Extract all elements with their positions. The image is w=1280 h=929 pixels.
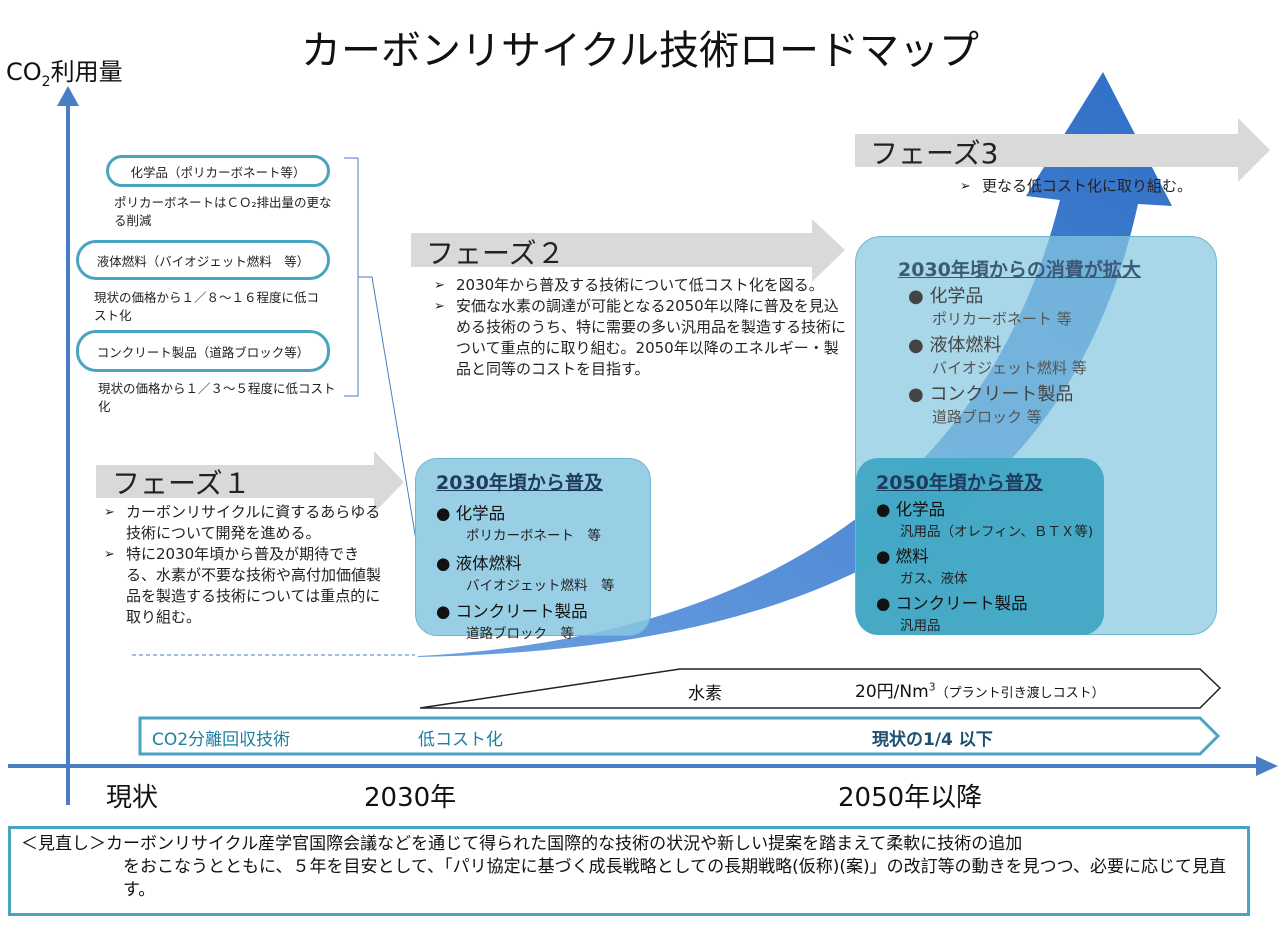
product-pill-fuel: 液体燃料（バイオジェット燃料 等） [76,240,330,280]
phase3-arrow [855,118,1270,182]
page-title: カーボンリサイクル技術ロードマップ [301,28,979,74]
product-note-concrete: 現状の価格から１／３～５程度に低コスト化 [98,381,336,414]
product-pill-concrete: コンクリート製品（道路ブロック等） [76,330,330,372]
phase2-label: フェーズ２ [426,237,565,270]
box-2030-item: ● 液体燃料 [436,554,522,573]
product-brace [344,157,359,397]
box-expand-item: ● 液体燃料 [908,335,1002,356]
phase2-bullet: 安価な水素の調達が可能となる2050年以降に普及を見込める技術のうち、特に需要の… [434,296,846,380]
y-axis-arrowhead [57,86,79,106]
co2-capture-label: CO2分離回収技術 [152,730,291,750]
box-2030-list: ● 化学品 ポリカーボネート 等 ● 液体燃料 バイオジェット燃料 等 ● コン… [436,500,646,642]
phase3-bullet: 更なる低コスト化に取り組む。 [960,176,1240,197]
hydrogen-label: 水素 [688,684,722,704]
box-2050-item: ● 化学品 [876,500,946,519]
box-expand-item: ● コンクリート製品 [908,384,1074,405]
box-2030-item: ● コンクリート製品 [436,602,588,621]
box-2030-item-sub: バイオジェット燃料 等 [466,578,615,594]
co2-capture-mid: 低コスト化 [418,730,503,750]
phase1-bullets: カーボンリサイクルに資するあらゆる技術について開発を進める。 特に2030年頃か… [104,502,386,628]
product-note-chemical: ポリカーボネートはＣＯ₂排出量の更なる削減 [114,195,332,228]
hydrogen-arrow [419,668,1222,709]
box-2050-item: ● コンクリート製品 [876,594,1028,613]
box-2050-list: ● 化学品 汎用品（オレフィン、ＢＴＸ等) ● 燃料 ガス、液体 ● コンクリー… [876,496,1098,634]
box-expand-item-sub: ポリカーボネート 等 [932,310,1072,328]
phase3-bullets: 更なる低コスト化に取り組む。 [960,176,1240,197]
review-note-text: ＜見直し＞カーボンリサイクル産学官国際会議などを通じて得られた国際的な技術の状況… [21,833,1233,902]
box-2050-adoption [856,458,1104,635]
box-2050-heading: 2050年頃から普及 [876,472,1043,494]
box-expand-item: ● 化学品 [908,286,984,307]
box-2030-item-sub: 道路ブロック 等 [466,626,574,642]
timeline-now: 現状 [106,783,159,813]
phase2-bullet: 2030年から普及する技術について低コスト化を図る。 [434,275,846,296]
box-expand-heading: 2030年頃からの消費が拡大 [898,259,1141,281]
review-note-box: ＜見直し＞カーボンリサイクル産学官国際会議などを通じて得られた国際的な技術の状況… [8,826,1250,916]
box-expand-item-sub: バイオジェット燃料 等 [932,359,1087,377]
phase2-bullets: 2030年から普及する技術について低コスト化を図る。 安価な水素の調達が可能とな… [434,275,846,380]
y-axis-label: CO2利用量 [6,58,123,90]
product-note-fuel: 現状の価格から１／８～１６程度に低コスト化 [94,290,320,323]
co2-capture-arrow [138,716,1221,756]
product-pill-chemical: 化学品（ポリカーボネート等） [106,155,330,187]
phase2-arrow [411,219,845,282]
timeline-2050: 2050年以降 [838,783,983,813]
timeline-2030: 2030年 [364,783,457,813]
box-expand-list: ● 化学品 ポリカーボネート 等 ● 液体燃料 バイオジェット燃料 等 ● コン… [908,282,1208,427]
box-2030-heading: 2030年頃から普及 [436,472,603,494]
box-2030-item-sub: ポリカーボネート 等 [466,528,601,544]
box-2050-item-sub: ガス、液体 [900,571,968,587]
box-2050-item-sub: 汎用品（オレフィン、ＢＴＸ等) [900,524,1094,540]
phase1-bullet: 特に2030年頃から普及が期待できる、水素が不要な技術や高付加価値製品を製造する… [104,544,386,628]
x-axis-arrowhead [1256,756,1278,776]
box-expand-item-sub: 道路ブロック 等 [932,408,1042,426]
brace-connector [358,276,417,541]
phase1-bullet: カーボンリサイクルに資するあらゆる技術について開発を進める。 [104,502,386,544]
review-note-lead: ＜見直し＞カーボンリサイクル産学官国際会議などを通じて得られた国際的な技術の状況… [21,834,1023,854]
box-2030-adoption [415,458,651,636]
phase3-label: フェーズ3 [870,137,999,170]
box-2050-item-sub: 汎用品 [900,618,941,634]
co2-capture-target: 現状の1/4 以下 [872,730,993,750]
box-2050-item: ● 燃料 [876,547,929,566]
review-note-rest: をおこなうとともに、５年を目安として、「パリ協定に基づく成長戦略としての長期戦略… [123,857,1226,900]
box-2030-item: ● 化学品 [436,504,506,523]
hydrogen-cost: 20円/Nm3（プラント引き渡しコスト） [855,680,1105,702]
phase1-arrow [96,451,404,513]
phase1-label: フェーズ１ [112,467,251,500]
